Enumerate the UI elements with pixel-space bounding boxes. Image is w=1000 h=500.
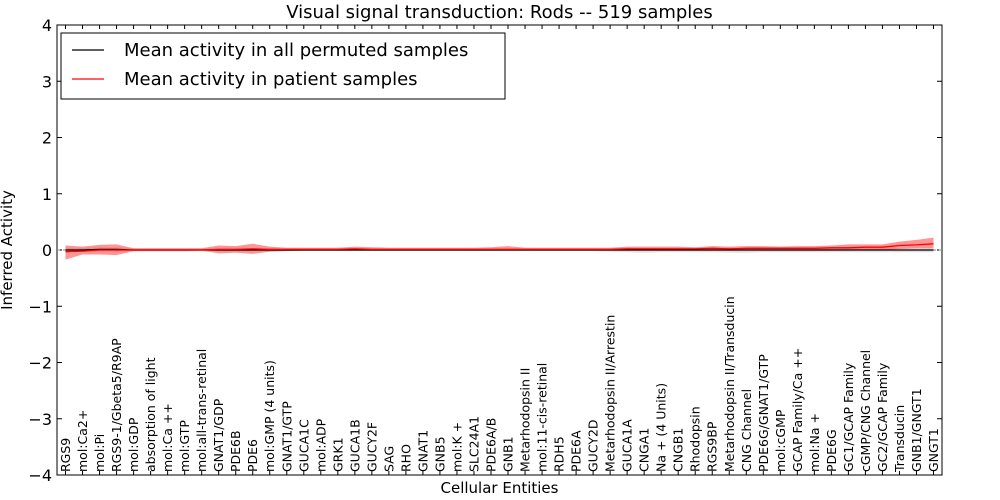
- x-category-label: mol:cGMP: [773, 409, 788, 472]
- x-category-label: GNAT1/GTP: [279, 401, 294, 472]
- x-category-label: mol:GTP: [177, 420, 192, 472]
- x-category-label: mol:Na +: [807, 413, 822, 472]
- x-category-label: SLC24A1: [466, 416, 481, 472]
- x-category-label: mol:Ca ++: [160, 403, 175, 472]
- band-patient: [65, 237, 934, 260]
- x-category-label: mol:Pi: [92, 434, 107, 472]
- x-category-label: Metarhodopsin II/Transducin: [722, 296, 737, 472]
- chart-title: Visual signal transduction: Rods -- 519 …: [286, 2, 713, 23]
- x-category-label: mol:ADP: [313, 418, 328, 472]
- x-category-label: RDH5: [552, 436, 567, 472]
- x-category-label: GUCA1C: [296, 419, 311, 472]
- series-lines: [65, 243, 934, 253]
- x-category-label: Metarhodopsin II/Arrestin: [603, 315, 618, 472]
- y-tick-label: −3: [28, 410, 52, 429]
- x-category-label: cGMP/CNG Channel: [858, 350, 873, 472]
- x-category-label: RGS9BP: [705, 421, 720, 472]
- x-category-label: GUCA1A: [620, 419, 635, 472]
- y-tick-label: 4: [42, 16, 52, 35]
- x-category-label: PDE6G/GNAT1/GTP: [756, 354, 771, 472]
- x-category-label: GNAT1: [415, 430, 430, 472]
- x-category-label: PDE6A: [569, 430, 584, 472]
- x-category-label: mol:Ca2+: [75, 410, 90, 472]
- x-category-label: mol:all-trans-retinal: [194, 349, 209, 472]
- x-category-label: GNB1/GNGT1: [909, 388, 924, 472]
- legend-label-permuted: Mean activity in all permuted samples: [124, 40, 468, 61]
- x-category-label: GUCY2F: [364, 422, 379, 472]
- y-tick-label: −2: [28, 354, 52, 373]
- x-category-label: mol:GMP (4 units): [262, 360, 277, 472]
- x-category-label: CNGA1: [637, 428, 652, 472]
- x-category-label: GUCA1B: [347, 419, 362, 472]
- x-axis-title: Cellular Entities: [441, 479, 559, 497]
- y-tick-label: −1: [28, 297, 52, 316]
- y-tick-label: 1: [42, 185, 52, 204]
- x-category-label: CNGB1: [671, 428, 686, 472]
- x-category-label: Metarhodopsin II: [518, 368, 533, 472]
- x-category-label: Na + (4 Units): [654, 383, 669, 472]
- x-category-label: PDE6G: [824, 429, 839, 472]
- x-category-label: Transducin: [892, 405, 907, 473]
- x-category-label: GNAT1/GDP: [211, 398, 226, 472]
- x-category-label: GCAP Family/Ca ++: [790, 348, 805, 472]
- x-category-label: mol:K +: [449, 422, 464, 472]
- x-category-label: CNG Channel: [739, 389, 754, 472]
- x-category-label: GNB1: [501, 436, 516, 472]
- y-tick-label: 3: [42, 72, 52, 91]
- legend-label-patient: Mean activity in patient samples: [124, 69, 418, 90]
- y-tick-label: 0: [42, 241, 52, 260]
- x-category-label: mol:11-cis-retinal: [535, 363, 550, 472]
- x-category-label: GC1/GCAP Family: [841, 362, 856, 472]
- line-patient: [65, 243, 934, 253]
- legend: Mean activity in all permuted samples Me…: [60, 32, 506, 100]
- y-tick-label: 2: [42, 129, 52, 148]
- x-category-label: mol:GDP: [126, 417, 141, 472]
- legend-box: [60, 32, 506, 100]
- x-category-label: Rhodopsin: [688, 406, 703, 472]
- x-category-label: GRK1: [330, 437, 345, 472]
- x-category-label: PDE6B: [228, 430, 243, 472]
- x-category-label: RGS9-1/Gbeta5/R9AP: [109, 338, 124, 472]
- x-category-label: RHO: [398, 444, 413, 472]
- x-category-label: PDE6: [245, 439, 260, 472]
- y-tick-label: −4: [28, 466, 52, 485]
- x-category-label: absorption of light: [143, 357, 158, 472]
- x-category-label: PDE6A/B: [483, 418, 498, 472]
- x-category-label: SAG: [381, 446, 396, 472]
- y-axis-title: Inferred Activity: [0, 190, 16, 310]
- x-category-label: GNB5: [432, 436, 447, 472]
- x-category-label: GC2/GCAP Family: [875, 362, 890, 472]
- x-category-label: RGS9: [58, 438, 73, 472]
- x-category-label: GNGT1: [926, 428, 941, 472]
- x-category-label: GUCY2D: [586, 419, 601, 472]
